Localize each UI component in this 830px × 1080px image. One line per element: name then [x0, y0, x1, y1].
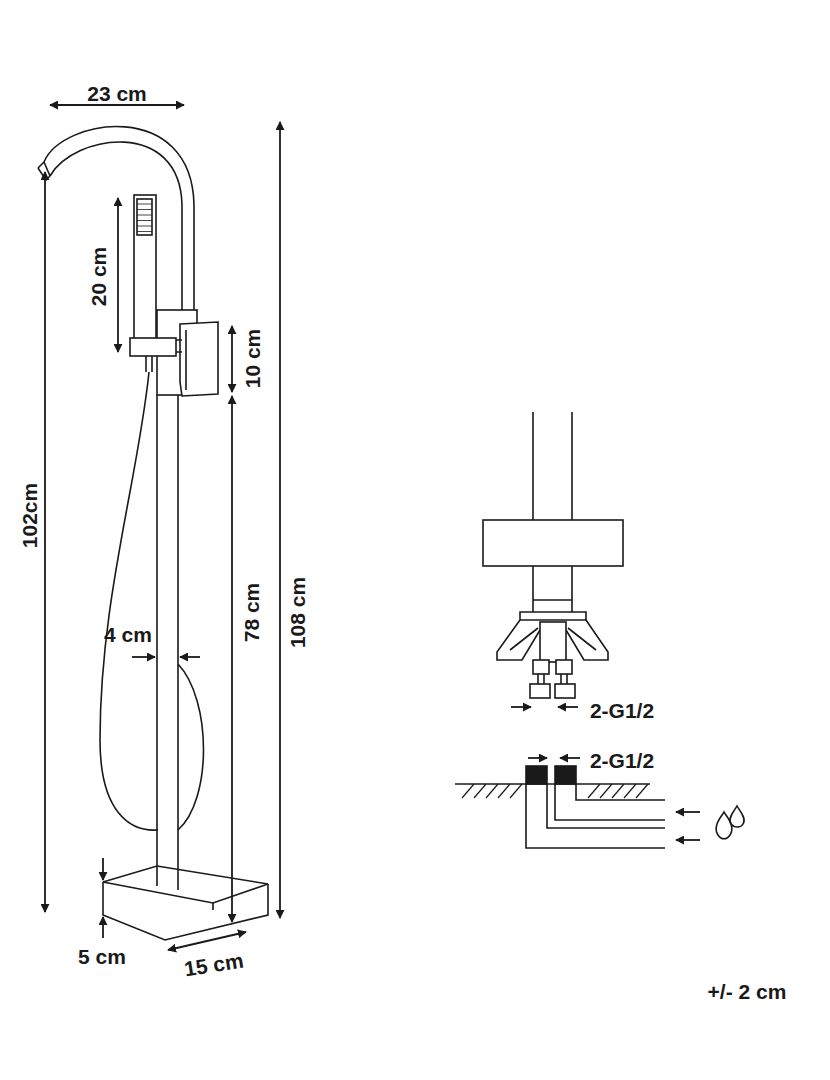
column-foot — [157, 866, 178, 890]
hatch-line — [510, 784, 522, 798]
detail-collar — [520, 612, 586, 620]
dim-15 — [168, 932, 246, 950]
supply-end-left — [526, 766, 547, 784]
floor-line — [455, 783, 650, 785]
thread-label: 2-G1/2 — [590, 750, 654, 771]
detail-column — [533, 412, 572, 520]
dimension-label: 108 cm — [287, 576, 308, 647]
faucet-body — [38, 127, 268, 940]
dim-20 — [117, 198, 119, 352]
hatch-line — [498, 784, 510, 798]
grid-line — [137, 215, 152, 216]
lever-handle — [180, 322, 218, 396]
dim-78 — [231, 396, 233, 922]
dimension-lines — [45, 105, 280, 950]
grid-line — [137, 204, 152, 205]
dim-108 — [279, 122, 281, 918]
dimension-label: 102cm — [20, 482, 41, 547]
dimension-label: 5 cm — [78, 946, 126, 967]
dim-5-top — [102, 858, 104, 880]
tolerance-note: +/- 2 cm — [708, 981, 787, 1002]
dimension-label: 23 cm — [87, 83, 147, 104]
thread-arrow-left — [511, 706, 531, 708]
water-drop — [716, 812, 732, 839]
thread-arrow-right — [558, 706, 578, 708]
spout-inner — [50, 142, 182, 310]
floor-supply — [455, 766, 744, 848]
column — [157, 395, 178, 886]
dimension-label: 15 cm — [183, 949, 245, 979]
base-top — [103, 866, 268, 903]
hatch-line — [474, 784, 486, 798]
dim-102 — [44, 172, 46, 912]
base-sides — [103, 882, 268, 940]
detail-pipes — [538, 674, 567, 684]
inlet-arrow-top — [676, 811, 700, 813]
detail-fitting — [540, 622, 566, 662]
hose-connector — [146, 356, 152, 372]
shower-head — [137, 199, 152, 235]
dim-10 — [231, 326, 233, 392]
nut-left — [533, 660, 549, 674]
supply-pipe-outer — [526, 784, 665, 848]
connection-detail — [483, 412, 623, 698]
dim-4-right — [180, 656, 200, 658]
hose — [100, 372, 158, 830]
dimension-label: 10 cm — [242, 328, 263, 388]
dimension-label: 78 cm — [241, 582, 262, 642]
floor-arrow-left — [528, 757, 547, 759]
detail-stem — [533, 566, 572, 612]
grid-line — [137, 226, 152, 227]
detail-block — [483, 520, 623, 566]
shower-grid — [137, 204, 152, 232]
thread-right — [555, 684, 575, 698]
shower-holder — [130, 338, 176, 356]
hose-back — [178, 664, 204, 830]
supply-end-right — [555, 766, 576, 784]
dimension-label: 20 cm — [88, 246, 109, 306]
grid-line — [137, 231, 152, 232]
dimension-label: 4 cm — [104, 624, 152, 645]
thread-label: 2-G1/2 — [590, 700, 654, 721]
inlet-arrow-bottom — [676, 839, 700, 841]
nut-right — [556, 660, 572, 674]
dim-4-left — [132, 656, 155, 658]
lever-edge — [185, 330, 187, 390]
hatch-line — [624, 784, 636, 798]
hatch-line — [486, 784, 498, 798]
thread-left — [530, 684, 550, 698]
dim-23 — [50, 104, 184, 106]
grid-line — [137, 220, 152, 221]
hatch-line — [588, 784, 600, 798]
water-drop-small — [730, 806, 744, 827]
detail-arrows — [511, 707, 700, 840]
hatch-line — [612, 784, 624, 798]
hand-shower — [134, 195, 156, 343]
hatch-line — [462, 784, 474, 798]
spout-tip-edge — [38, 162, 50, 180]
grid-line — [137, 209, 152, 210]
supply-pipe-inner — [555, 784, 665, 820]
hatch-line — [636, 784, 648, 798]
holder-arm — [176, 340, 182, 352]
dim-5-bottom — [102, 917, 104, 938]
spout-outer — [44, 127, 194, 310]
floor-arrow-right — [560, 757, 580, 759]
hatch-line — [600, 784, 612, 798]
